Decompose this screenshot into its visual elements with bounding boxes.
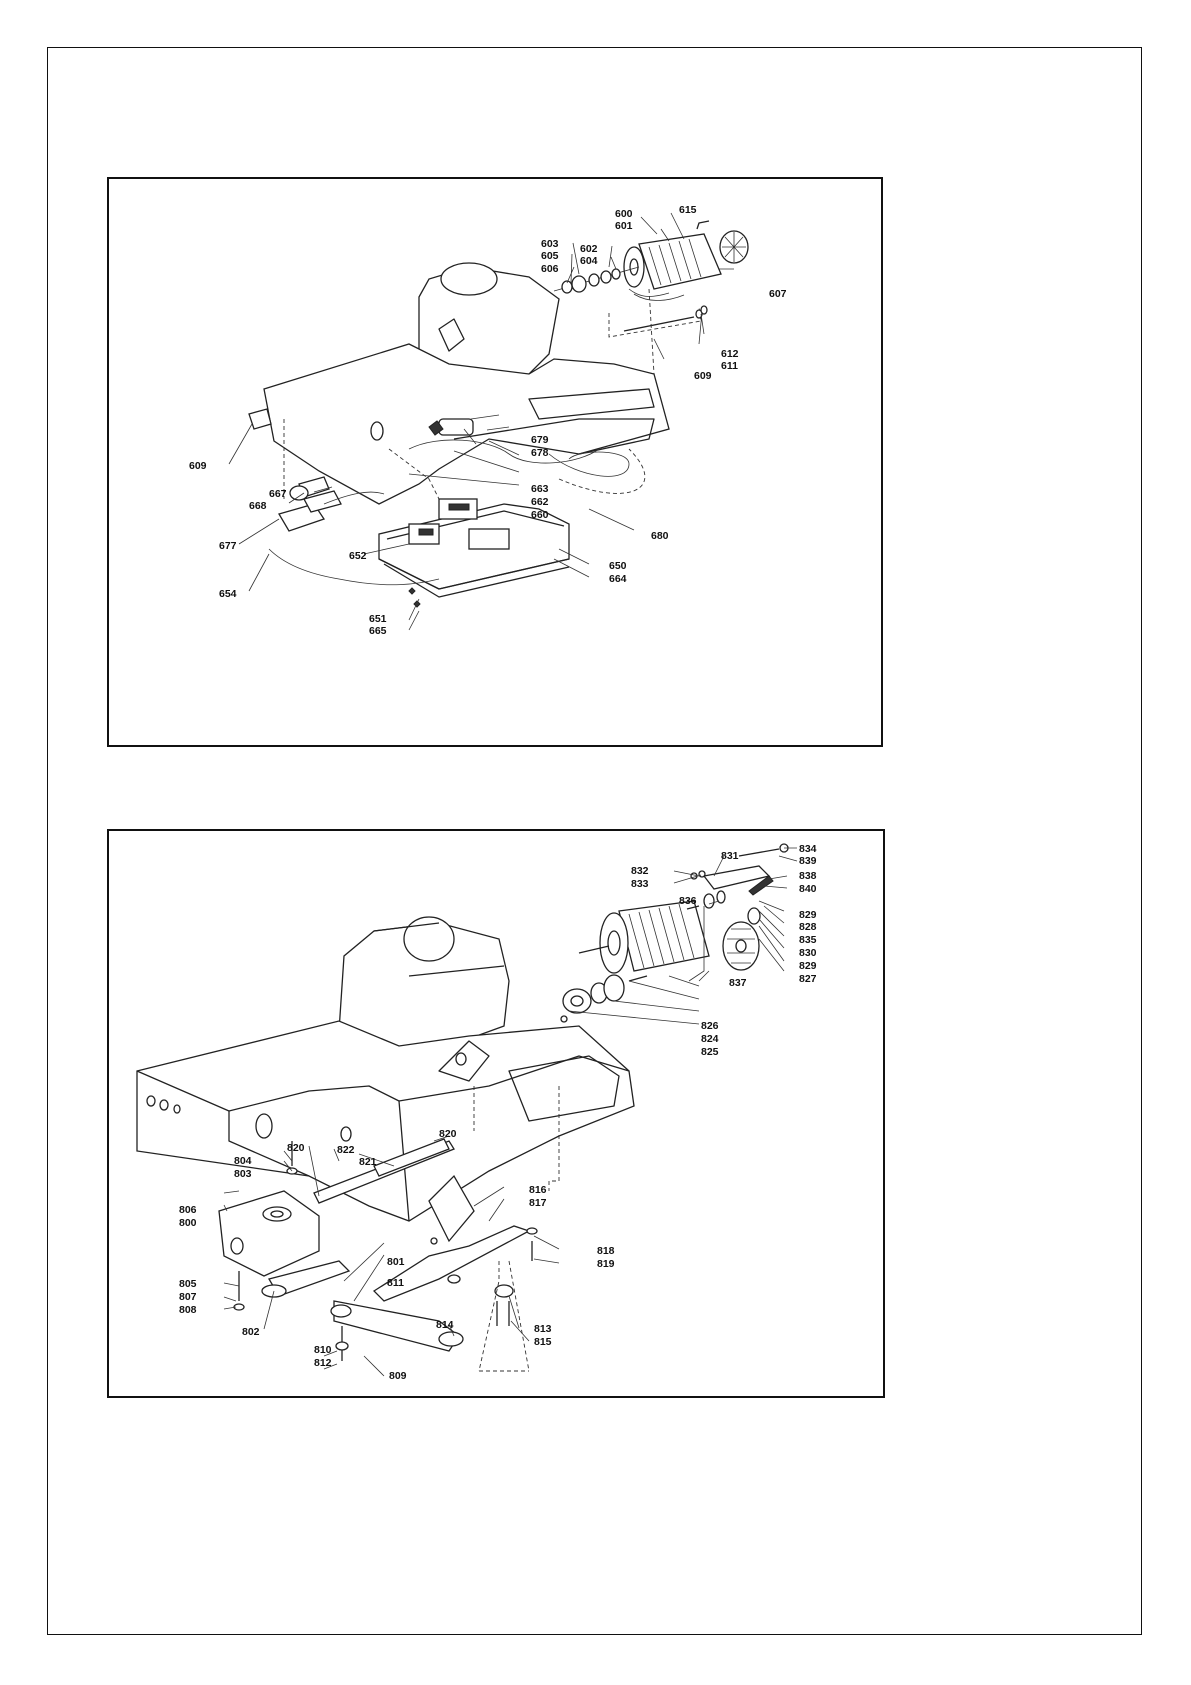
part-label-812: 812 — [314, 1357, 332, 1369]
part-label-805: 805 — [179, 1278, 197, 1290]
part-label-810: 810 — [314, 1344, 332, 1356]
part-label-668: 668 — [249, 500, 267, 512]
part-label-615: 615 — [679, 204, 697, 216]
part-label-833: 833 — [631, 878, 649, 890]
part-label-667: 667 — [269, 488, 287, 500]
flange-plate — [563, 989, 591, 1013]
part-label-829-a: 829 — [799, 909, 817, 921]
part-label-662: 662 — [531, 496, 549, 508]
motor-body — [619, 901, 709, 971]
part-label-802: 802 — [242, 1326, 260, 1338]
part-label-834: 834 — [799, 843, 817, 855]
motor-front-flange — [600, 913, 628, 973]
part-label-829-b: 829 — [799, 960, 817, 972]
part-label-600: 600 — [615, 208, 633, 220]
part-label-821: 821 — [359, 1156, 377, 1168]
part-label-650: 650 — [609, 560, 627, 572]
part-label-660: 660 — [531, 509, 549, 521]
part-label-664: 664 — [609, 573, 627, 585]
part-label-820-b: 820 — [439, 1128, 457, 1140]
part-label-839: 839 — [799, 855, 817, 867]
part-label-612: 612 — [721, 348, 739, 360]
part-label-663: 663 — [531, 483, 549, 495]
part-label-817: 817 — [529, 1197, 547, 1209]
panel-drive-assembly: 834 839 831 832 833 838 840 836 829 828 … — [107, 829, 885, 1398]
part-label-811: 811 — [387, 1277, 404, 1289]
part-label-836: 836 — [679, 895, 697, 907]
motor-front-flange — [624, 247, 644, 287]
part-label-800: 800 — [179, 1217, 197, 1229]
part-label-826: 826 — [701, 1020, 719, 1032]
part-label-678: 678 — [531, 447, 549, 459]
part-label-831: 831 — [721, 850, 739, 862]
part-label-602: 602 — [580, 243, 598, 255]
part-label-825: 825 — [701, 1046, 719, 1058]
part-label-611: 611 — [721, 360, 738, 372]
part-label-835: 835 — [799, 934, 817, 946]
part-label-814: 814 — [436, 1319, 454, 1331]
part-label-680: 680 — [651, 530, 669, 542]
part-label-609-switch: 609 — [189, 460, 207, 472]
part-label-822: 822 — [337, 1144, 355, 1156]
motor-body — [639, 234, 721, 289]
side-switch — [249, 409, 271, 429]
part-label-818: 818 — [597, 1245, 615, 1257]
part-label-813: 813 — [534, 1323, 552, 1335]
hood-opening — [441, 263, 497, 295]
part-label-605: 605 — [541, 250, 559, 262]
gearbox-800 — [219, 1191, 319, 1276]
drive-assembly-diagram: 834 839 831 832 833 838 840 836 829 828 … — [109, 831, 885, 1398]
part-label-607: 607 — [769, 288, 787, 300]
part-label-828: 828 — [799, 921, 817, 933]
part-label-804: 804 — [234, 1155, 252, 1167]
part-label-815: 815 — [534, 1336, 552, 1348]
part-label-677: 677 — [219, 540, 237, 552]
housing-hole — [371, 422, 383, 440]
part-label-609-rod: 609 — [694, 370, 712, 382]
part-label-601: 601 — [615, 220, 633, 232]
part-label-820-a: 820 — [287, 1142, 305, 1154]
part-label-838: 838 — [799, 870, 817, 882]
relay-block-c — [469, 529, 509, 549]
part-label-654: 654 — [219, 588, 237, 600]
part-label-651: 651 — [369, 613, 387, 625]
part-label-809: 809 — [389, 1370, 407, 1382]
part-label-801: 801 — [387, 1256, 405, 1268]
part-label-830: 830 — [799, 947, 817, 959]
electrical-assembly-diagram: 600 615 601 603 605 606 602 604 607 612 … — [109, 179, 883, 747]
part-label-816: 816 — [529, 1184, 547, 1196]
part-label-837: 837 — [729, 977, 747, 989]
part-label-819: 819 — [597, 1258, 615, 1270]
part-label-603: 603 — [541, 238, 559, 250]
part-label-606: 606 — [541, 263, 559, 275]
part-label-806: 806 — [179, 1204, 197, 1216]
part-label-652: 652 — [349, 550, 367, 562]
part-label-827: 827 — [799, 973, 817, 985]
part-label-604: 604 — [580, 255, 598, 267]
capacitor — [439, 419, 473, 435]
ring-668 — [290, 486, 308, 500]
part-label-832: 832 — [631, 865, 649, 877]
part-label-665: 665 — [369, 625, 387, 637]
part-label-840: 840 — [799, 883, 817, 895]
part-label-808: 808 — [179, 1304, 197, 1316]
part-label-824: 824 — [701, 1033, 719, 1045]
panel-electrical-assembly: 600 615 601 603 605 606 602 604 607 612 … — [107, 177, 883, 747]
part-label-679: 679 — [531, 434, 549, 446]
part-label-803: 803 — [234, 1168, 252, 1180]
part-label-807: 807 — [179, 1291, 197, 1303]
